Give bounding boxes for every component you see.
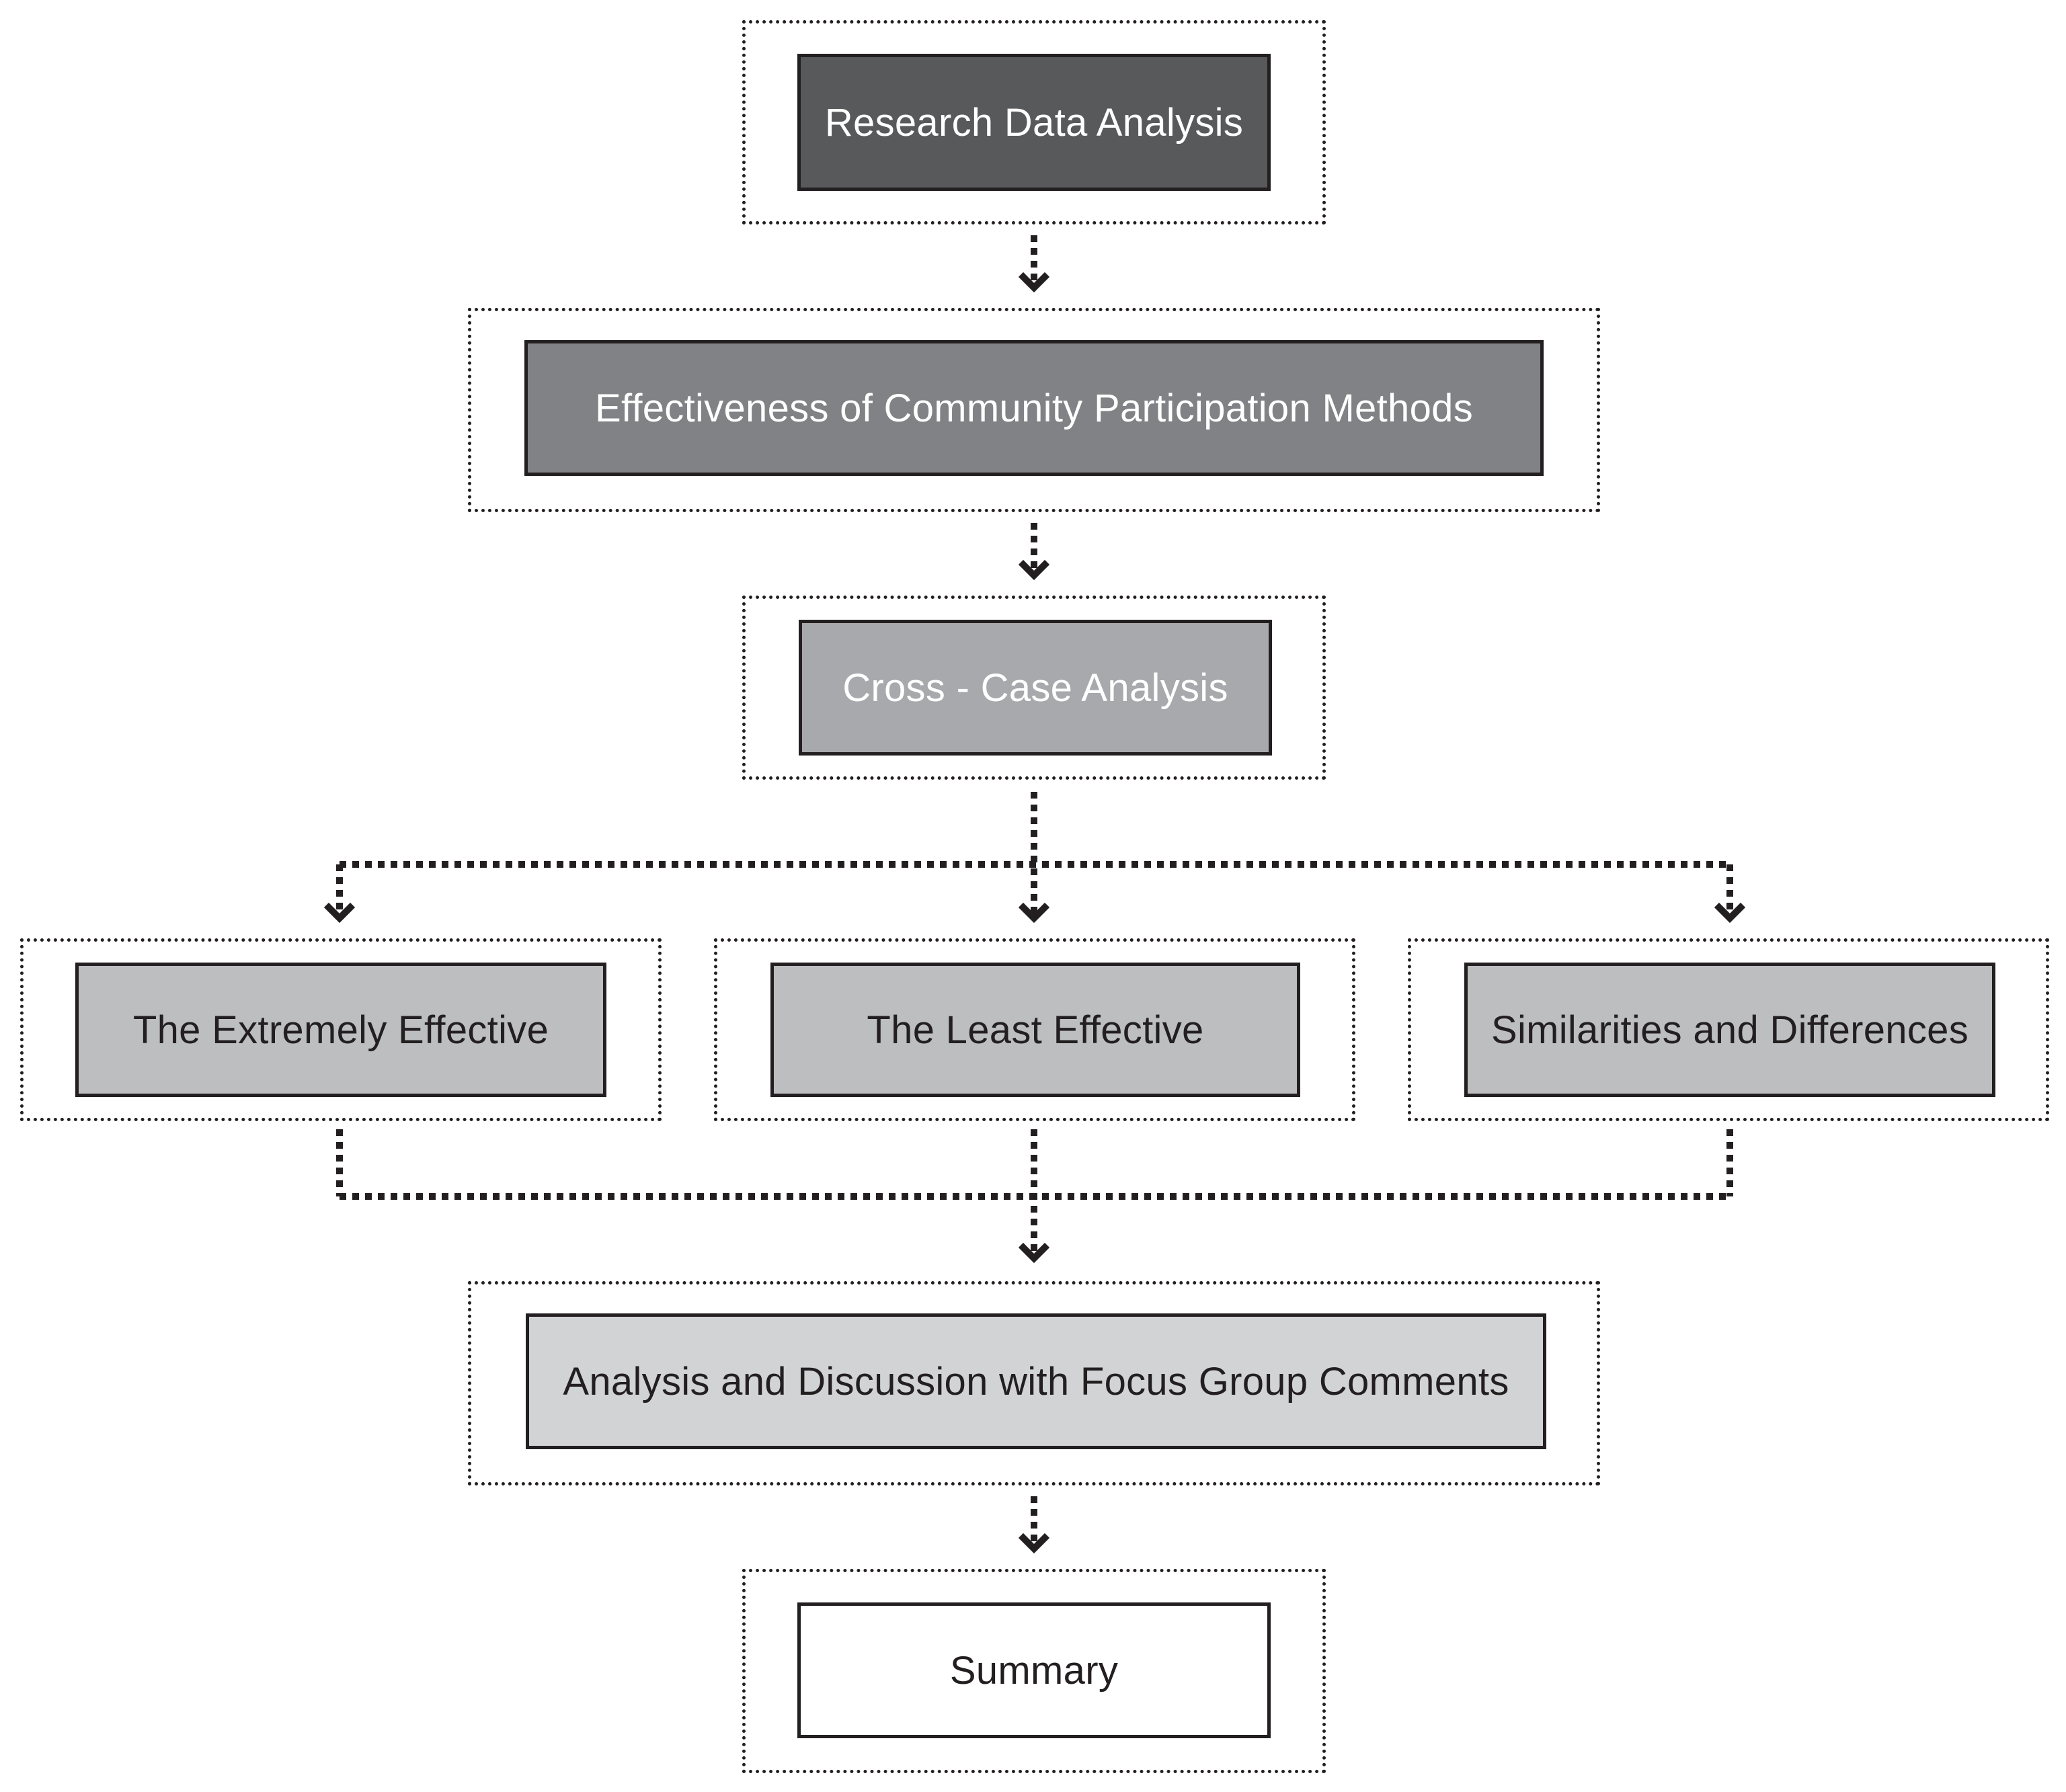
cross-case-node: Cross - Case Analysis <box>799 620 1272 756</box>
effectiveness-label: Effectiveness of Community Participation… <box>594 386 1474 430</box>
least-effective-label: The Least Effective <box>867 1008 1204 1052</box>
similarities-node: Similarities and Differences <box>1464 963 1995 1097</box>
extremely-effective-node: The Extremely Effective <box>75 963 606 1097</box>
arrowhead-summary <box>1018 1533 1050 1554</box>
analysis-discussion-label: Analysis and Discussion with Focus Group… <box>563 1359 1509 1403</box>
least-effective-node: The Least Effective <box>770 963 1300 1097</box>
arrowhead-similarities <box>1714 902 1746 924</box>
research-data-analysis-node: Research Data Analysis <box>797 54 1271 191</box>
cross-case-label: Cross - Case Analysis <box>842 665 1228 710</box>
arrowhead-analysis <box>1018 1242 1050 1264</box>
summary-node: Summary <box>797 1602 1271 1738</box>
extremely-effective-label: The Extremely Effective <box>132 1008 549 1052</box>
arrowhead-extremely-effective <box>323 902 356 924</box>
similarities-label: Similarities and Differences <box>1491 1008 1969 1052</box>
effectiveness-node: Effectiveness of Community Participation… <box>524 340 1544 476</box>
research-data-analysis-label: Research Data Analysis <box>824 100 1244 145</box>
arrowhead-effectiveness <box>1018 272 1050 293</box>
analysis-discussion-node: Analysis and Discussion with Focus Group… <box>526 1313 1546 1449</box>
summary-label: Summary <box>949 1648 1119 1693</box>
arrowhead-least-effective <box>1018 902 1050 924</box>
arrowhead-crosscase <box>1018 559 1050 581</box>
